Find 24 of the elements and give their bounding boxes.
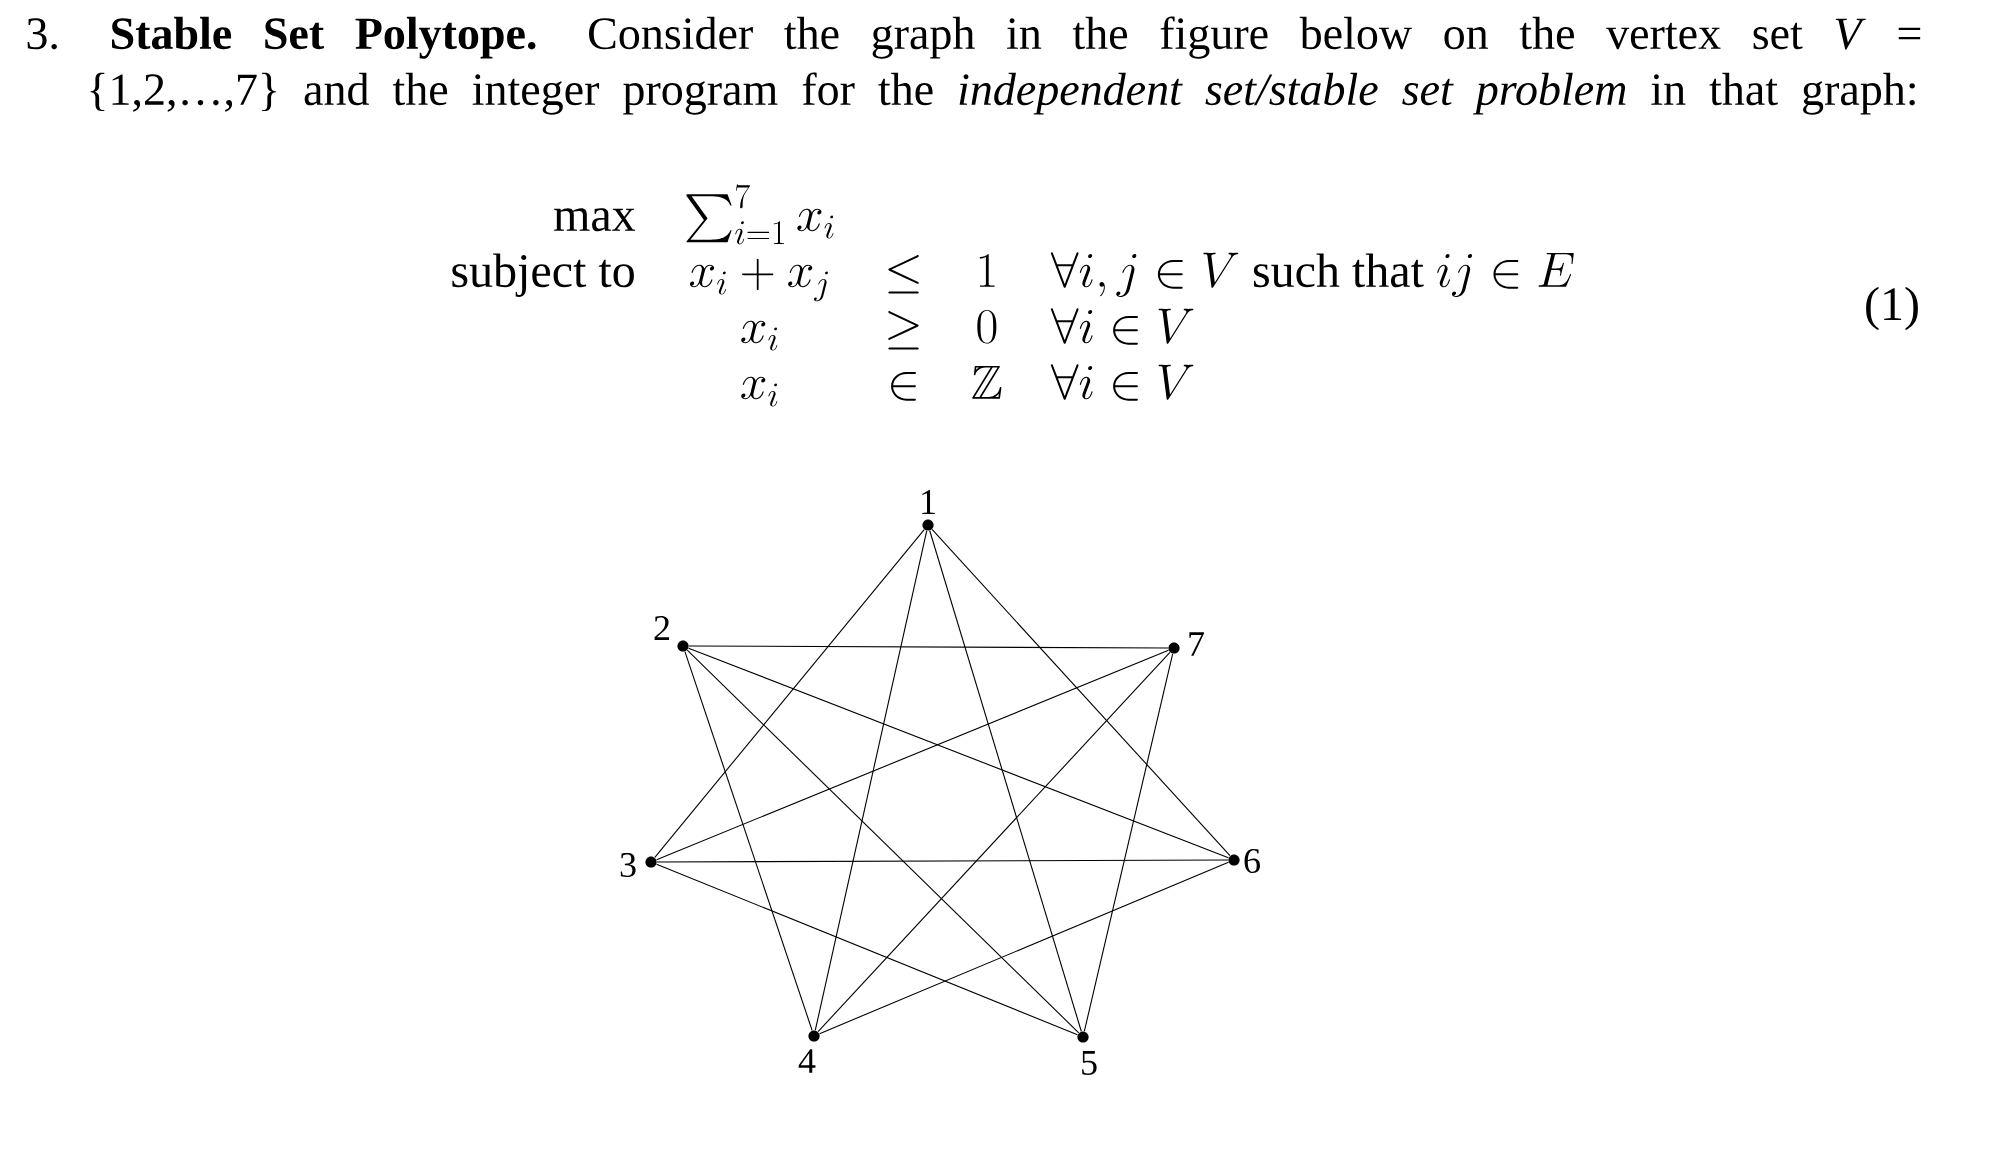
graph-edge: [931, 528, 1231, 857]
formula: $\begin{array}{rcccl} \max & \sum_{i=1}^{7} x_i & & & \\ \text{subject to} & x_i + x_j & \leq & 1 & \forall i, j \in V \text{ such that } ij \in E \\ & x_i & \geq & 0 & \forall i \in V \\ & x_i & \in & \mathbb{Z} & \forall i \in V \end{array}$: [452, 184, 1574, 407]
graph-edge: [929, 530, 1082, 1032]
vertex-number: 3: [620, 852, 636, 878]
vertex-number: 7: [1189, 632, 1204, 656]
vertex-number: 5: [1082, 1051, 1097, 1075]
equation-number: (1): [1866, 286, 1918, 331]
graph-edge: [656, 863, 1078, 1036]
graph-edge: [688, 645, 1169, 649]
vertex-number: 4: [798, 1049, 816, 1073]
problem-statement: 3. Stable Set Polytope. Consider the graph in the figure below on the vertex set V = {1,2,…,7} and the integer program for the independent set/stable set problem in that graph:: [27, 16, 1921, 115]
graph-edge: [817, 651, 1171, 1033]
vertex-number: 1: [922, 490, 935, 514]
vertex-number: 2: [654, 616, 670, 640]
graph-edge: [814, 530, 928, 1031]
graph-edge: [819, 861, 1230, 1035]
graph-edge: [656, 859, 1229, 863]
graph-edge: [656, 649, 1169, 861]
graph-edge: [654, 529, 925, 858]
graph-edge: [684, 651, 813, 1031]
graph-edge: [688, 647, 1229, 859]
graph-edge: [686, 649, 1080, 1034]
vertex-number: 6: [1244, 848, 1260, 874]
graph-edge: [1083, 653, 1174, 1032]
